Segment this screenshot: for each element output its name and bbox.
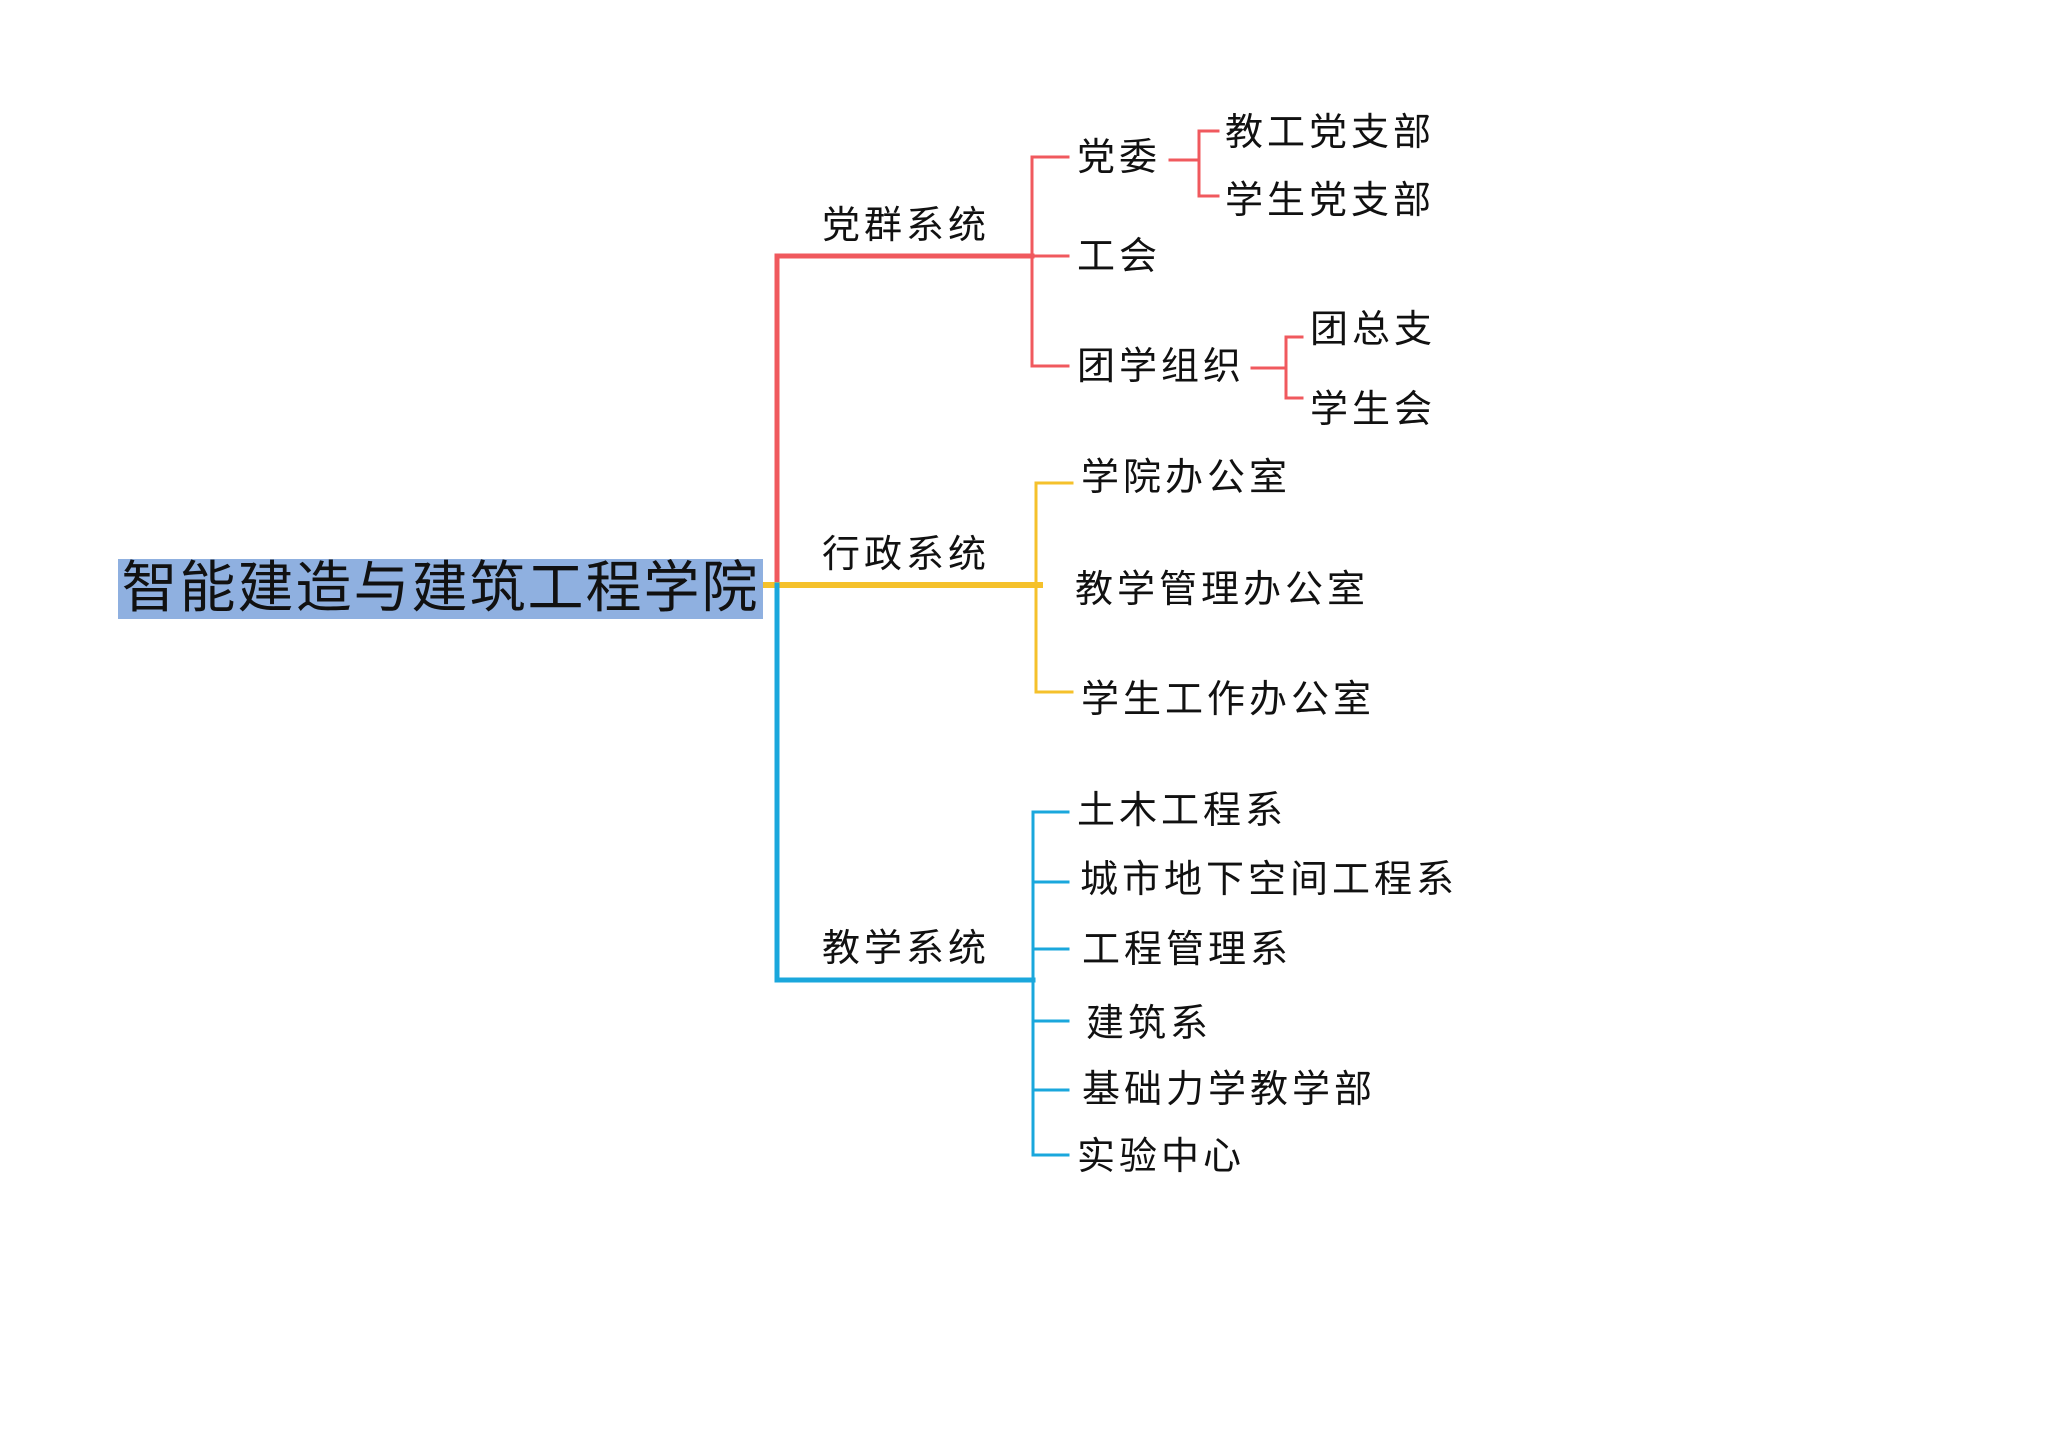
- node-staff-branch: 教工党支部: [1225, 110, 1436, 154]
- node-mechanics-dept: 基础力学教学部: [1082, 1067, 1377, 1111]
- node-student-union: 学生会: [1310, 387, 1437, 431]
- node-teaching-office: 教学管理办公室: [1075, 567, 1370, 611]
- node-league-org: 团学组织: [1077, 344, 1246, 388]
- node-union: 工会: [1077, 234, 1162, 278]
- node-student-affairs-office: 学生工作办公室: [1081, 677, 1376, 721]
- node-party-committee: 党委: [1077, 135, 1162, 179]
- node-lab-center: 实验中心: [1077, 1134, 1246, 1178]
- node-college-office: 学院办公室: [1081, 455, 1292, 499]
- root-node: 智能建造与建筑工程学院: [118, 559, 763, 619]
- branch-teaching: 教学系统: [822, 926, 991, 970]
- node-civil-eng: 土木工程系: [1077, 788, 1288, 832]
- league-bracket: [1250, 335, 1304, 400]
- teaching-sub-lines: [1031, 810, 1070, 1157]
- node-eng-management: 工程管理系: [1082, 927, 1293, 971]
- node-league-branch: 团总支: [1310, 307, 1437, 351]
- party-committee-bracket: [1168, 129, 1220, 198]
- party-sub-lines: [1030, 155, 1070, 368]
- node-architecture: 建筑系: [1086, 1001, 1213, 1045]
- admin-sub-lines: [1034, 481, 1074, 694]
- branch-admin: 行政系统: [822, 532, 991, 576]
- teaching-trunk-line: [774, 582, 1036, 983]
- branch-party: 党群系统: [822, 203, 991, 247]
- party-trunk-line: [774, 253, 1035, 588]
- node-underground-eng: 城市地下空间工程系: [1080, 857, 1459, 901]
- node-student-branch: 学生党支部: [1225, 178, 1436, 222]
